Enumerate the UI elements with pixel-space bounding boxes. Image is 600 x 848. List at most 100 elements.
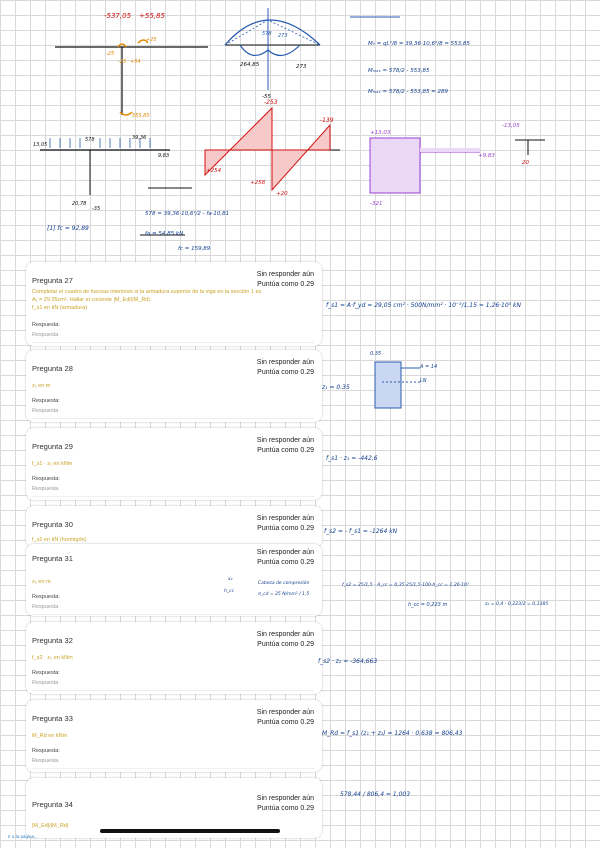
question-title: Pregunta 31 — [32, 554, 73, 563]
sketch-label: [1] fc = 92,89 — [47, 225, 89, 232]
question-card-31: Pregunta 31 Sin responder aún Puntúa com… — [26, 544, 322, 616]
sketch-label: 578 — [262, 31, 272, 37]
question-card-34: Pregunta 34 Sin responder aún Puntúa com… — [26, 778, 322, 838]
question-status: Sin responder aún Puntúa como 0.29 — [256, 631, 314, 648]
note-27: f_s1 = A·f_yd = 29,05 cm² · 500N/mm² · 1… — [326, 302, 521, 309]
home-indicator[interactable] — [100, 829, 280, 833]
note-28-z: z₁ = 0.35 — [322, 384, 350, 391]
sketch-label: +258 — [250, 180, 266, 186]
question-card-32: Pregunta 32 Sin responder aún Puntúa com… — [26, 622, 322, 694]
note-31-cabeza: Cabeza de compresión — [258, 581, 310, 586]
note-31-hcc: h_cc — [224, 589, 235, 594]
answer-label: Respuesta: — [32, 398, 60, 404]
formula: 578 = 39,36·10,6²/2 - fa·10,81 — [145, 210, 229, 217]
question-status: Sin responder aún Puntúa como 0.29 — [256, 549, 314, 566]
sketch-label: 20,78 — [72, 201, 86, 207]
sketch-label: 20 — [522, 160, 529, 166]
question-card-29: Pregunta 29 Sin responder aún Puntúa com… — [26, 428, 322, 500]
question-text: Completar el cuadro de fuerzas interiore… — [32, 289, 262, 311]
note-28-ln: LN — [420, 378, 427, 384]
sketch-label: +20 — [276, 191, 288, 197]
question-text: M_Rd en kNm — [32, 733, 68, 739]
answer-input[interactable]: Respuesta — [32, 758, 314, 769]
answer-input[interactable]: Respuesta — [32, 486, 314, 497]
sketch-label: -13,05 — [502, 123, 520, 129]
question-title: Pregunta 29 — [32, 442, 73, 451]
sketch-label: +13,03 — [370, 130, 391, 136]
question-text: f_s1 · z₁ en kNm — [32, 461, 73, 467]
question-card-33: Pregunta 33 Sin responder aún Puntúa com… — [26, 700, 322, 772]
sketch-label: +25 — [146, 37, 157, 43]
question-status: Sin responder aún Puntúa como 0.29 — [256, 359, 314, 376]
answer-label: Respuesta: — [32, 594, 60, 600]
sketch-label: 39,36 — [132, 135, 146, 141]
answer-label: Respuesta: — [32, 748, 60, 754]
sketch-label: 273 — [296, 64, 307, 70]
note-31-sigma: σ_cd = 25 N/mm² / 1,5 — [258, 592, 310, 597]
handwritten-sketches: -537,05 +55,85 -25 +25 -25 +54 555,85 57… — [33, 8, 545, 252]
sketch-label: 264,85 — [240, 62, 260, 68]
question-title: Pregunta 32 — [32, 636, 73, 645]
answer-input[interactable]: Respuesta — [32, 604, 314, 615]
formula: Mₘₐₓ = 578/2 - 553,85 — [368, 68, 430, 74]
question-card-27: Pregunta 27 Sin responder aún Puntúa com… — [26, 262, 322, 346]
note-31-hcc-val: h_cc = 0,223 m — [408, 602, 448, 608]
sketch-label: +254 — [206, 168, 222, 174]
formula: Mₘₐₓ = 578/2 - 553,85 = 289 — [368, 89, 449, 95]
question-text: f_s2 en kN (hormigón) — [32, 537, 87, 543]
moment-arc — [117, 43, 127, 48]
sketch-label: 9,83 — [158, 153, 169, 159]
question-text: |M_Ed|/|M_Rd| — [32, 823, 69, 829]
question-card-28: Pregunta 28 Sin responder aún Puntúa com… — [26, 350, 322, 422]
sketch-label: -35 — [92, 206, 100, 212]
sketch-label: +55,85 — [139, 12, 165, 20]
note-34: 578,44 / 806,4 = 1,003 — [340, 791, 411, 798]
footer-link[interactable]: Ir a la página... — [8, 834, 38, 839]
formula: fa = 54,85 kN — [145, 231, 183, 237]
sketch-label: -55 — [262, 94, 271, 100]
sketch-label: -537,05 — [104, 12, 132, 20]
section-sketch — [374, 361, 420, 409]
question-title: Pregunta 34 — [32, 800, 73, 809]
question-status: Sin responder aún Puntúa como 0.29 — [256, 795, 314, 812]
answer-input[interactable]: Respuesta — [32, 408, 314, 419]
answer-input[interactable]: Respuesta — [32, 332, 314, 343]
question-title: Pregunta 30 — [32, 520, 73, 529]
answer-input[interactable]: Respuesta — [32, 680, 314, 691]
answer-label: Respuesta: — [32, 476, 60, 482]
note-28-dim: 0.35 — [370, 351, 382, 357]
question-status: Sin responder aún Puntúa como 0.29 — [256, 709, 314, 726]
sketch-label: 273 — [278, 33, 288, 39]
question-card-30: Pregunta 30 Sin responder aún Puntúa com… — [26, 506, 322, 548]
question-status: Sin responder aún Puntúa como 0.29 — [256, 515, 314, 532]
question-text: f_s2 · z₂ en kNm — [32, 655, 73, 661]
note-28-a: A = 14 — [420, 364, 438, 370]
question-text: z₁ en m — [32, 383, 51, 389]
sketch-label: -321 — [370, 201, 382, 207]
answer-label: Respuesta: — [32, 670, 60, 676]
note-33: M_Rd = f_s1 (z₁ + z₂) = 1264 · 0,638 = 8… — [322, 730, 463, 737]
sketch-label: 13,05 — [33, 142, 47, 148]
note-30: f_s2 = - f_s1 = -1264 kN — [324, 528, 398, 535]
note-32: f_s2 · z₂ = -364,663 — [318, 658, 378, 665]
sketch-label: -139 — [320, 117, 334, 124]
note-31-eq: f_s2 = 25/1,5 · A_cc = 0,35·25/1,5·100·h… — [342, 583, 469, 588]
formula: M₀ = qL²/8 = 39,36·10,6²/8 = 553,85 — [368, 40, 470, 47]
question-status: Sin responder aún Puntúa como 0.29 — [256, 437, 314, 454]
moment-arc — [119, 111, 133, 116]
note-31-label: x₂ — [228, 577, 233, 582]
answer-label: Respuesta: — [32, 322, 60, 328]
question-title: Pregunta 28 — [32, 364, 73, 373]
formula: fc = 159,89 — [178, 246, 211, 252]
sketch-label: 578 — [85, 137, 95, 143]
question-status: Sin responder aún Puntúa como 0.29 — [256, 271, 314, 288]
question-title: Pregunta 27 — [32, 276, 73, 285]
moment-arc — [137, 39, 149, 44]
sketch-label: -25 — [118, 59, 126, 65]
sketch-label: 555,85 — [132, 113, 150, 119]
sketch-label: +54 — [130, 59, 141, 65]
sketch-label: -253 — [264, 99, 278, 106]
note-31-z: z₂ = 0,4 - 0,223/2 = 0,3385 — [485, 602, 549, 607]
question-title: Pregunta 33 — [32, 714, 73, 723]
question-text: z₂ en m — [32, 579, 51, 585]
